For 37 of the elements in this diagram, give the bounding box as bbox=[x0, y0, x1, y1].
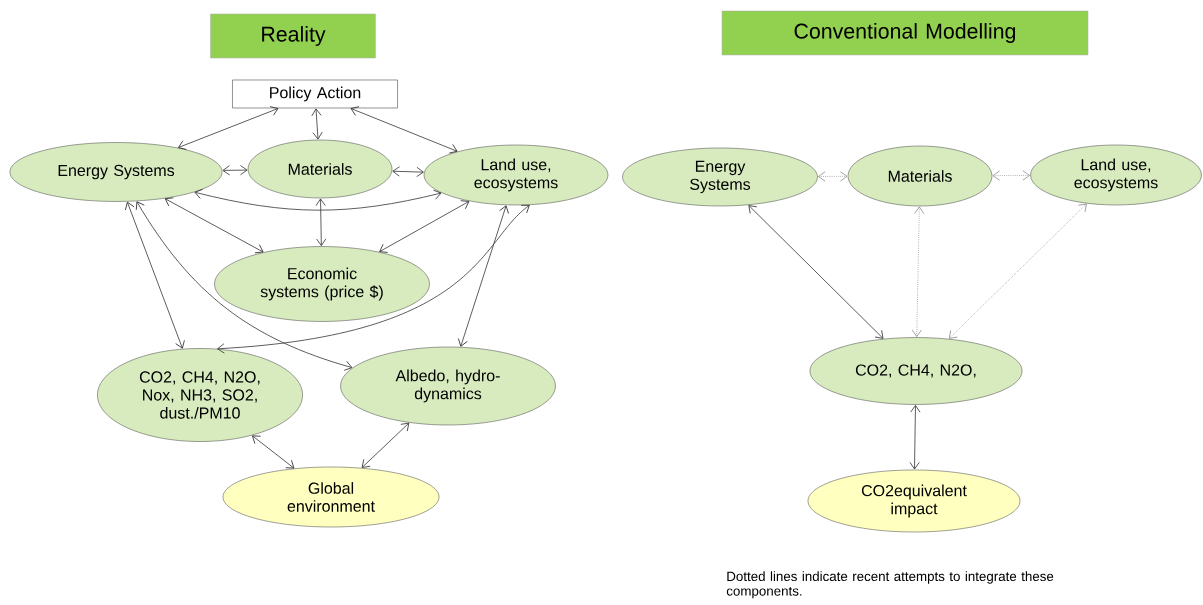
ellipse-node: CO2equivalent impact bbox=[807, 469, 1021, 533]
arrow bbox=[252, 435, 295, 469]
ellipse-node: Energy Systems bbox=[9, 142, 223, 202]
ellipse-node: Global environment bbox=[222, 466, 440, 528]
ellipse-node: CO2, CH4, N2O, Nox, NH3, SO2, dust./PM10 bbox=[97, 348, 303, 442]
action-box: Policy Action bbox=[232, 79, 398, 109]
ellipse-node: Materials bbox=[247, 139, 393, 199]
arrow bbox=[217, 204, 530, 354]
ellipse-node: Materials bbox=[847, 145, 993, 207]
heading-box: Reality bbox=[210, 13, 376, 59]
arrow bbox=[361, 422, 410, 468]
arrow bbox=[178, 106, 279, 150]
ellipse-node: Land use, ecosystems bbox=[423, 144, 609, 206]
ellipse-node: Economic systems (price $) bbox=[214, 246, 430, 322]
arrow bbox=[992, 170, 1030, 181]
arrow bbox=[818, 171, 848, 182]
arrow bbox=[222, 165, 248, 176]
arrow bbox=[392, 166, 424, 177]
arrow bbox=[379, 200, 470, 253]
note-text: Dotted lines indicate recent attempts to integrate these components. bbox=[726, 571, 1054, 599]
arrow bbox=[350, 106, 458, 154]
arrow bbox=[315, 198, 327, 246]
arrow bbox=[909, 405, 921, 470]
arrow bbox=[948, 203, 1087, 339]
ellipse-node: Land use, ecosystems bbox=[1030, 144, 1202, 206]
arrow bbox=[135, 201, 353, 371]
ellipse-node: CO2, CH4, N2O, bbox=[809, 337, 1023, 405]
arrow bbox=[311, 108, 323, 140]
arrow bbox=[124, 201, 185, 349]
ellipse-node: Albedo, hydro-dynamics bbox=[340, 346, 556, 426]
arrow bbox=[911, 206, 925, 337]
arrow bbox=[164, 197, 264, 254]
arrow bbox=[748, 205, 884, 339]
heading-box: Conventional Modelling bbox=[721, 10, 1089, 56]
ellipse-node: Energy Systems bbox=[622, 147, 818, 207]
arrow bbox=[458, 205, 509, 347]
arrow bbox=[194, 189, 442, 211]
